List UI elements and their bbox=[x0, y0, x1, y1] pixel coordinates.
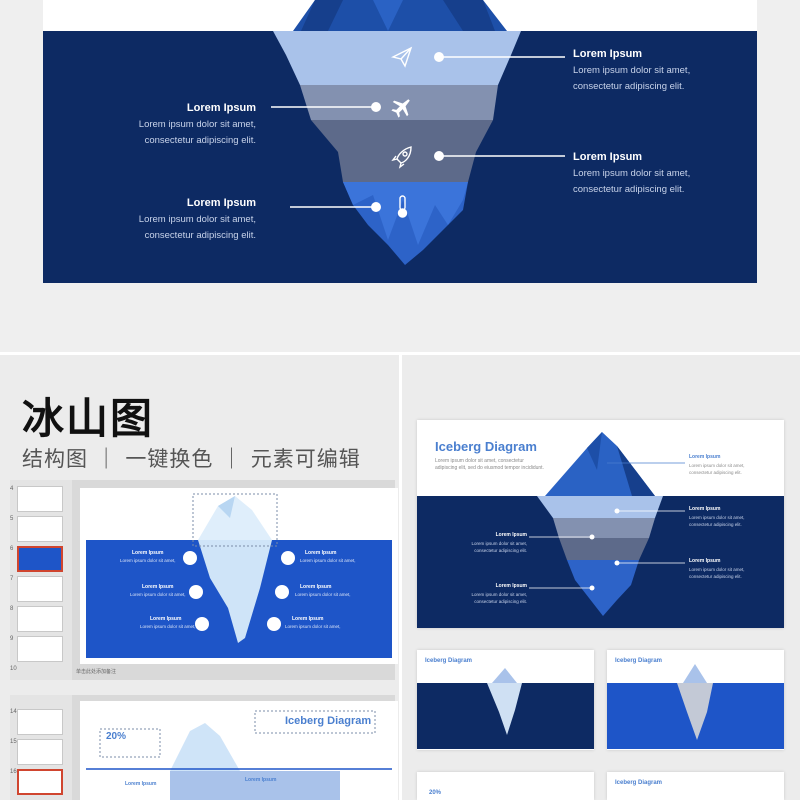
item-body-1b: consectetur adipiscing elit. bbox=[573, 81, 685, 92]
divider-horizontal bbox=[0, 352, 800, 355]
preview-body: consectetur adipiscing elit. bbox=[689, 470, 742, 475]
rocket-icon bbox=[391, 146, 412, 169]
preview-label: Lorem Ipsum bbox=[689, 454, 721, 460]
page-title: 冰山图 bbox=[22, 394, 155, 443]
slide-thumb[interactable] bbox=[17, 486, 63, 512]
mini-preview-3: 20% bbox=[417, 772, 594, 800]
preview-label: Lorem Ipsum bbox=[495, 532, 527, 538]
canvas2-label: Lorem Ipsum bbox=[245, 777, 277, 783]
canvas-label: Lorem Ipsum bbox=[142, 584, 174, 590]
thermometer-icon bbox=[397, 195, 408, 218]
item-body-4a: Lorem ipsum dolor sit amet, bbox=[138, 214, 256, 225]
thumb-number: 4 bbox=[10, 486, 14, 492]
canvas2-percent: 20% bbox=[106, 731, 127, 742]
preview-body: Lorem ipsum dolor sit amet, bbox=[689, 463, 745, 468]
canvas-body: Lorem ipsum dolor sit amet, bbox=[140, 624, 196, 629]
preview-body: Lorem ipsum dolor sit amet, bbox=[471, 592, 527, 597]
thumb-number: 6 bbox=[10, 546, 14, 552]
thumb-number: 10 bbox=[10, 666, 17, 672]
canvas-label: Lorem Ipsum bbox=[132, 550, 164, 556]
canvas-label: Lorem Ipsum bbox=[292, 616, 324, 622]
item-body-2b: consectetur adipiscing elit. bbox=[144, 135, 256, 146]
canvas-label: Lorem Ipsum bbox=[305, 550, 337, 556]
slide-thumb-selected[interactable] bbox=[17, 546, 63, 572]
mini-percent: 20% bbox=[429, 790, 442, 796]
preview-body: Lorem ipsum dolor sit amet, bbox=[689, 515, 745, 520]
thumb-number: 14 bbox=[10, 709, 17, 715]
slide-thumb[interactable] bbox=[17, 739, 63, 765]
mini-title: Iceberg Diagram bbox=[615, 780, 663, 786]
slide-thumbnails-2: 14 15 16 bbox=[10, 695, 72, 800]
preview-desc: Lorem ipsum dolor sit amet, consectetur … bbox=[435, 458, 544, 471]
canvas-iceberg bbox=[192, 493, 278, 643]
canvas-body: Lorem ipsum dolor sit amet, bbox=[120, 558, 176, 563]
divider-vertical bbox=[399, 355, 402, 800]
slide-thumb[interactable] bbox=[17, 709, 63, 735]
slide-thumb[interactable] bbox=[17, 606, 63, 632]
slide-thumb[interactable] bbox=[17, 576, 63, 602]
mini-iceberg bbox=[677, 664, 713, 740]
thumb-number: 16 bbox=[10, 769, 17, 775]
thumb-number: 5 bbox=[10, 516, 14, 522]
airplane-icon bbox=[391, 99, 410, 118]
thumb-number: 8 bbox=[10, 606, 14, 612]
canvas2-graphic bbox=[86, 710, 392, 800]
mini-title: Iceberg Diagram bbox=[615, 658, 663, 664]
canvas2-label: Lorem Ipsum bbox=[125, 781, 157, 787]
slide-thumb[interactable] bbox=[17, 636, 63, 662]
editor-screenshot-2: 14 15 16 Iceberg Diagram 20% Lorem Ipsum… bbox=[10, 695, 398, 800]
slide-thumb[interactable] bbox=[17, 516, 63, 542]
preview-label: Lorem Ipsum bbox=[689, 558, 721, 564]
page-subtitle: 结构图 ｜ 一键换色 ｜ 元素可编辑 bbox=[22, 447, 361, 471]
canvas-body: Lorem ipsum dolor sit amet, bbox=[130, 592, 186, 597]
preview-label: Lorem Ipsum bbox=[689, 506, 721, 512]
mini-title: Iceberg Diagram bbox=[425, 658, 473, 664]
preview-body: consectetur adipiscing elit. bbox=[474, 548, 527, 553]
editor-canvas[interactable]: Lorem Ipsum Lorem ipsum dolor sit amet, … bbox=[80, 488, 398, 664]
canvas-label: Lorem Ipsum bbox=[150, 616, 182, 622]
canvas-icon-circles bbox=[183, 551, 295, 631]
item-title-4: Lorem Ipsum bbox=[186, 197, 256, 209]
item-body-2a: Lorem ipsum dolor sit amet, bbox=[138, 119, 256, 130]
item-title-2: Lorem Ipsum bbox=[186, 102, 256, 114]
editor-canvas-2[interactable]: Iceberg Diagram 20% Lorem Ipsum Lorem Ip… bbox=[80, 701, 398, 800]
mini-preview-4: Iceberg Diagram bbox=[607, 772, 784, 800]
item-body-3a: Lorem ipsum dolor sit amet, bbox=[573, 168, 691, 179]
iceberg-slide-main: Lorem Ipsum Lorem ipsum dolor sit amet, … bbox=[43, 0, 757, 283]
mini-iceberg bbox=[487, 668, 522, 735]
preview-body: consectetur adipiscing elit. bbox=[689, 522, 742, 527]
canvas2-title: Iceberg Diagram bbox=[285, 715, 372, 727]
item-body-4b: consectetur adipiscing elit. bbox=[144, 230, 256, 241]
mini-preview-2: Iceberg Diagram bbox=[607, 650, 784, 750]
canvas-body: Lorem ipsum dolor sit amet, bbox=[285, 624, 341, 629]
editor-screenshot: 4 5 6 7 8 9 10 Lorem Ipsum Lorem ipsum d… bbox=[10, 480, 398, 680]
item-body-3b: consectetur adipiscing elit. bbox=[573, 184, 685, 195]
canvas-body: Lorem ipsum dolor sit amet, bbox=[300, 558, 356, 563]
canvas-body: Lorem ipsum dolor sit amet, bbox=[295, 592, 351, 597]
thumb-number: 7 bbox=[10, 576, 14, 582]
item-body-1a: Lorem ipsum dolor sit amet, bbox=[573, 65, 691, 76]
preview-iceberg bbox=[529, 432, 685, 616]
thumb-number: 9 bbox=[10, 636, 14, 642]
canvas-label: Lorem Ipsum bbox=[300, 584, 332, 590]
preview-slide-large: Iceberg Diagram Lorem ipsum dolor sit am… bbox=[417, 420, 784, 628]
preview-title: Iceberg Diagram bbox=[435, 439, 537, 454]
preview-body: consectetur adipiscing elit. bbox=[689, 574, 742, 579]
preview-body: Lorem ipsum dolor sit amet, bbox=[471, 541, 527, 546]
paper-plane-icon bbox=[390, 46, 413, 68]
thumb-number: 15 bbox=[10, 739, 17, 745]
item-title-1: Lorem Ipsum bbox=[573, 48, 643, 60]
item-title-3: Lorem Ipsum bbox=[573, 151, 643, 163]
preview-body: Lorem ipsum dolor sit amet, bbox=[689, 567, 745, 572]
slide-thumb-selected[interactable] bbox=[17, 769, 63, 795]
preview-label: Lorem Ipsum bbox=[495, 583, 527, 589]
slide-thumbnails: 4 5 6 7 8 9 10 bbox=[10, 480, 72, 680]
mini-preview-1: Iceberg Diagram bbox=[417, 650, 594, 750]
iceberg-graphic bbox=[271, 0, 565, 265]
notes-placeholder[interactable]: 单击此处添加备注 bbox=[76, 669, 117, 675]
preview-body: consectetur adipiscing elit. bbox=[474, 599, 527, 604]
